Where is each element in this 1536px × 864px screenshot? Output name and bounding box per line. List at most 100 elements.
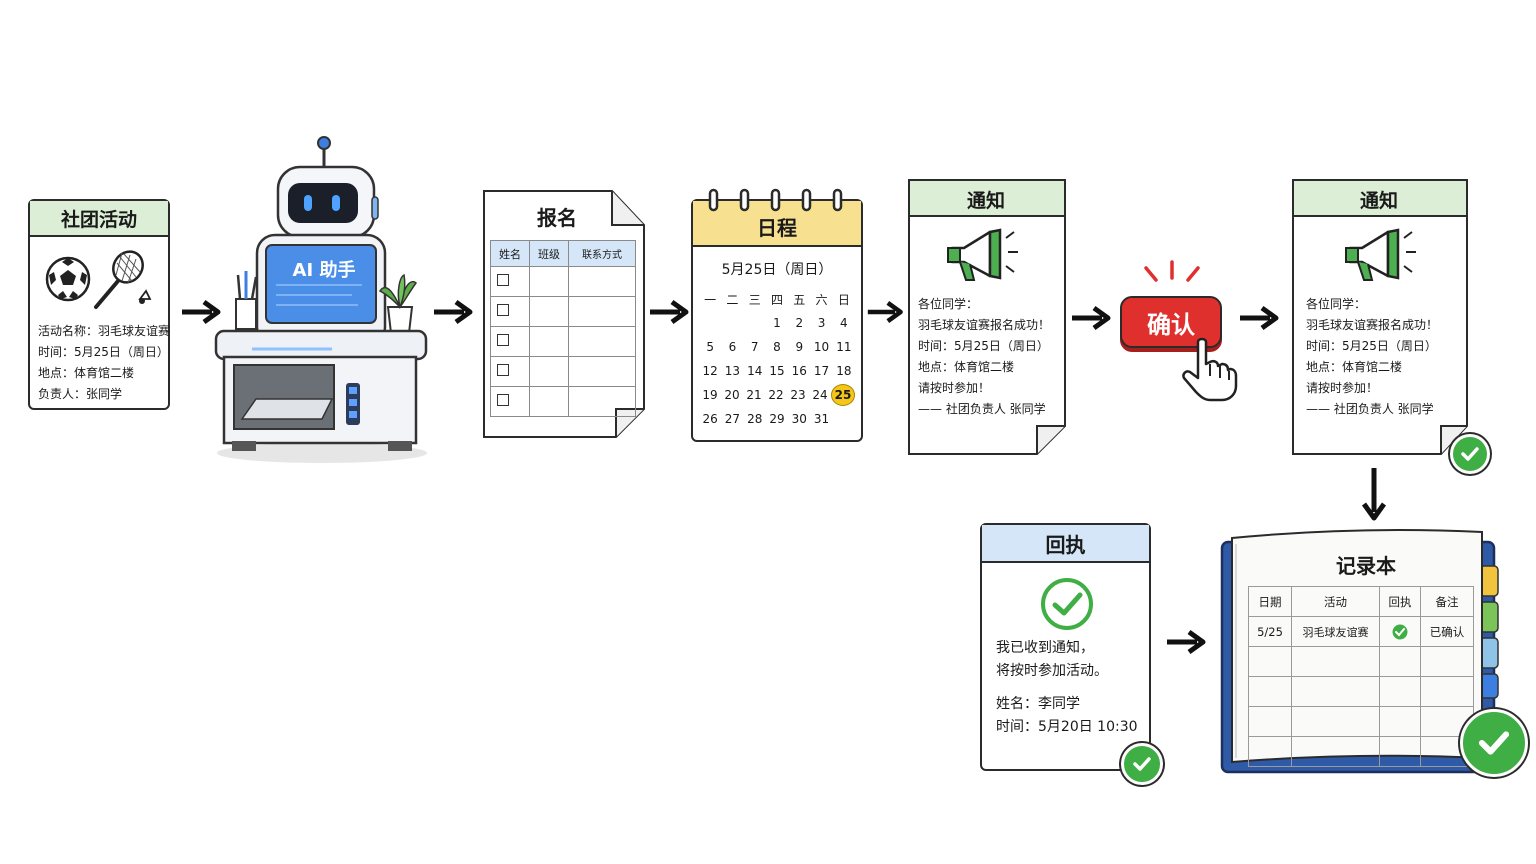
calendar-weekday-row: 一二三四五六日 xyxy=(699,287,855,311)
receipt-time: 时间：5月20日 10:30 xyxy=(996,719,1138,735)
club-activity-line: 时间：5月25日（周日） xyxy=(38,345,169,359)
badminton-racket-icon xyxy=(94,250,152,309)
record-note: 已确认 xyxy=(1420,616,1474,647)
check-badge-icon xyxy=(1121,743,1163,785)
calendar-day[interactable]: 29 xyxy=(769,412,785,426)
calendar-day[interactable]: 28 xyxy=(747,412,763,426)
check-badge-icon xyxy=(1460,709,1528,777)
receipt-name: 姓名：李同学 xyxy=(996,696,1080,712)
notice-title: 通知 xyxy=(966,190,1005,212)
notice-line: 各位同学： xyxy=(918,297,979,311)
flow-arrow-icon xyxy=(867,301,903,323)
notice-line: 地点：体育馆二楼 xyxy=(918,360,1015,374)
robot-screen-label: AI 助手 xyxy=(292,260,356,281)
calendar-day[interactable]: 6 xyxy=(728,340,737,354)
notice-line: 时间：5月25日（周日） xyxy=(1306,339,1437,353)
calendar-weekday: 六 xyxy=(815,292,828,307)
calendar-day[interactable]: 12 xyxy=(702,364,718,378)
calendar-day[interactable]: 8 xyxy=(773,340,781,354)
signup-checkbox-cell[interactable] xyxy=(490,266,530,297)
checkbox-icon[interactable] xyxy=(497,304,509,316)
notice-paper xyxy=(1292,179,1468,455)
pointer-hand-icon xyxy=(1182,337,1238,402)
calendar-day[interactable]: 20 xyxy=(724,388,740,402)
calendar-day[interactable]: 18 xyxy=(836,364,852,378)
calendar-weekday: 一 xyxy=(704,292,717,307)
checkbox-icon[interactable] xyxy=(497,394,509,406)
table-row xyxy=(1248,676,1474,707)
calendar-day[interactable]: 3 xyxy=(817,316,826,330)
signup-cell xyxy=(528,326,569,357)
notice-line: 时间：5月25日（周日） xyxy=(918,339,1049,353)
signup-cell xyxy=(528,266,569,297)
signup-cell xyxy=(567,266,637,297)
calendar-day[interactable]: 30 xyxy=(791,412,807,426)
notice-line: 羽毛球友谊赛报名成功！ xyxy=(918,318,1051,332)
club-activity-line: 活动名称：羽毛球友谊赛 xyxy=(38,324,171,338)
calendar-week-row: 26 27 28 29 30 31 xyxy=(699,407,855,431)
record-activity: 羽毛球友谊赛 xyxy=(1291,616,1380,647)
soccer-ball-icon xyxy=(45,256,91,302)
calendar-day[interactable]: 14 xyxy=(747,364,763,378)
signup-checkbox-cell[interactable] xyxy=(490,386,530,417)
flow-arrow-down-icon xyxy=(1361,468,1387,521)
confirm-button[interactable]: 确认 xyxy=(1120,296,1222,348)
signup-checkbox-cell[interactable] xyxy=(490,356,530,387)
calendar-day[interactable]: 15 xyxy=(769,364,785,378)
calendar-day[interactable]: 24 xyxy=(812,388,828,402)
calendar-day[interactable]: 31 xyxy=(813,412,830,426)
signup-cell xyxy=(567,356,637,387)
calendar-rings-icon xyxy=(708,188,843,212)
calendar-day[interactable]: 23 xyxy=(790,388,806,402)
checkbox-icon[interactable] xyxy=(497,274,509,286)
calendar-day[interactable]: 27 xyxy=(724,412,741,426)
calendar-day[interactable]: 9 xyxy=(795,340,804,354)
flow-arrow-icon xyxy=(1240,305,1279,331)
calendar-day[interactable]: 1 xyxy=(773,316,781,330)
calendar-day[interactable]: 11 xyxy=(836,340,852,354)
signup-table: 姓名 班级 联系方式 xyxy=(490,240,637,417)
notice-line: 地点：体育馆二楼 xyxy=(1306,360,1403,374)
signup-cell xyxy=(567,296,637,327)
flow-arrow-icon xyxy=(434,299,473,325)
calendar-day[interactable]: 7 xyxy=(750,340,759,354)
signup-column-header: 姓名 xyxy=(490,240,530,267)
calendar-weekday: 四 xyxy=(770,292,783,307)
calendar-day[interactable]: 21 xyxy=(746,388,762,402)
notice-line: 请按时参加！ xyxy=(918,381,991,395)
signup-checkbox-cell[interactable] xyxy=(490,326,530,357)
calendar-day[interactable]: 17 xyxy=(813,364,830,378)
signup-cell xyxy=(528,296,569,327)
record-receipt xyxy=(1379,616,1421,647)
record-book-title: 记录本 xyxy=(1336,554,1396,578)
checkbox-icon[interactable] xyxy=(497,364,509,376)
record-column-header: 回执 xyxy=(1379,586,1421,617)
check-circle-icon xyxy=(1392,624,1408,639)
calendar-day[interactable]: 19 xyxy=(702,388,718,402)
calendar-day[interactable]: 26 xyxy=(702,412,718,426)
signup-column-header: 联系方式 xyxy=(567,240,637,267)
flow-arrow-icon xyxy=(1072,305,1111,331)
calendar-week-row: 12 13 14 15 16 17 18 xyxy=(699,359,855,383)
calendar-day[interactable]: 22 xyxy=(768,388,784,402)
calendar-day[interactable]: 16 xyxy=(791,364,807,378)
record-table: 日期 活动 回执 备注 5/25 羽毛球友谊赛 已确认 xyxy=(1248,586,1474,767)
table-row xyxy=(1248,706,1474,737)
calendar-weekday: 日 xyxy=(837,292,850,307)
signup-checkbox-cell[interactable] xyxy=(490,296,530,327)
flow-arrow-icon xyxy=(182,299,221,325)
calendar-day-highlighted[interactable]: 25 xyxy=(831,384,855,406)
calendar-day[interactable]: 10 xyxy=(813,340,830,354)
notice-line: 各位同学： xyxy=(1306,297,1367,311)
record-column-header: 活动 xyxy=(1291,586,1380,617)
calendar-day[interactable]: 13 xyxy=(724,364,741,378)
receipt-text: 将按时参加活动。 xyxy=(996,663,1108,679)
checkbox-icon[interactable] xyxy=(497,334,509,346)
calendar-day[interactable]: 5 xyxy=(706,340,714,354)
flow-arrow-icon xyxy=(650,299,689,325)
calendar-day[interactable]: 2 xyxy=(795,316,804,330)
calendar-day[interactable]: 4 xyxy=(840,316,848,330)
